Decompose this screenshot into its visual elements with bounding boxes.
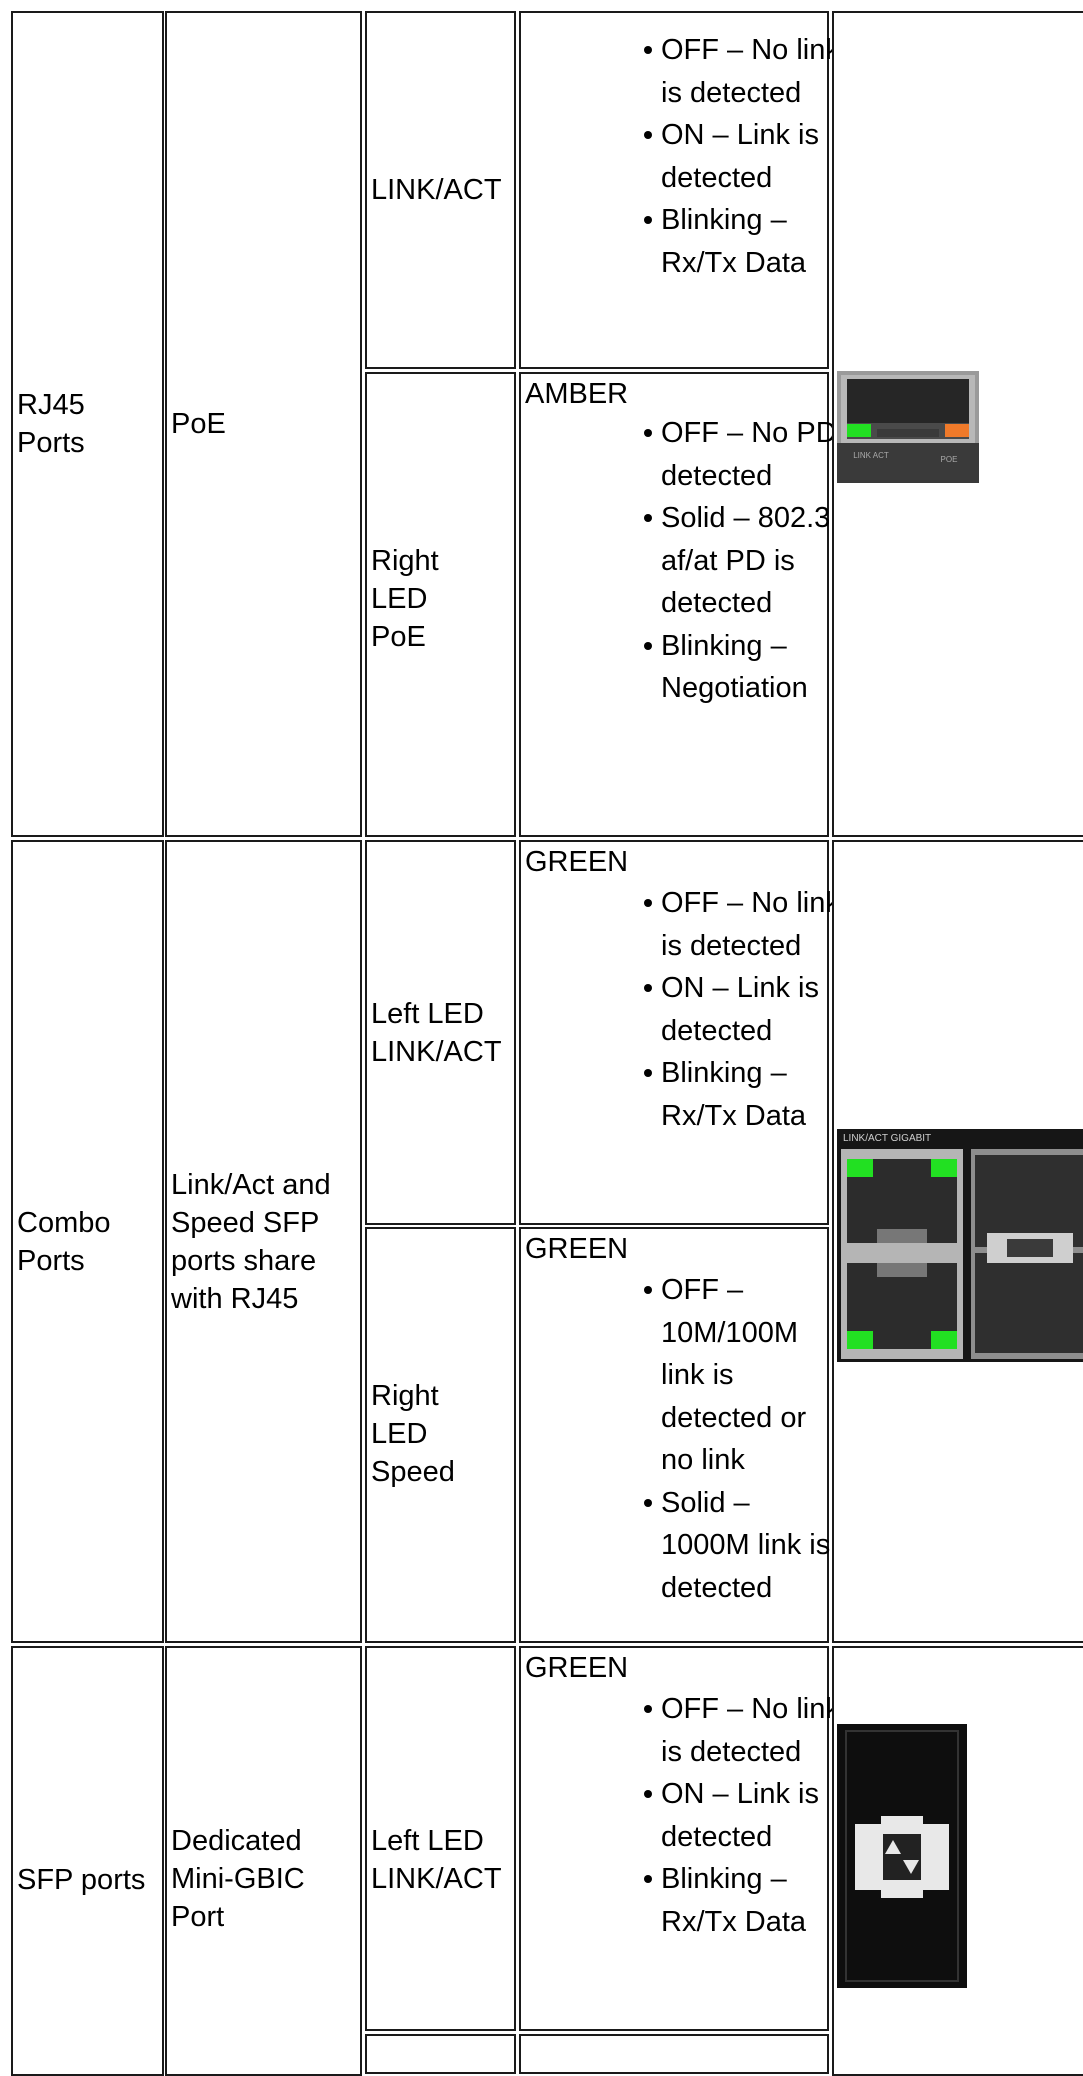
port-type: Link/Act and Speed SFP ports share with … — [171, 1168, 331, 1315]
port-label: POE — [940, 455, 958, 464]
led-label: Left LED LINK/ACT — [371, 997, 502, 1068]
sfp-port-image — [837, 1724, 967, 1988]
poe-led-icon — [945, 424, 969, 437]
list-item: OFF – No link is detected — [644, 1688, 841, 1773]
led-state-list: OFF – No link is detected ON – Link is d… — [644, 29, 841, 284]
port-type: Dedicated Mini-GBIC Port — [171, 1825, 305, 1933]
led-description-cell: OFF – No link is detected ON – Link is d… — [519, 11, 840, 369]
port-name: Combo Ports — [17, 1206, 111, 1277]
led-label-cell: Right LED PoE — [365, 372, 516, 837]
led-color: GREEN — [525, 846, 629, 878]
image-cell: LINK/ACT GIGABIT — [832, 840, 1083, 1643]
led-label: Left LED LINK/ACT — [371, 1825, 502, 1895]
link-act-led-icon — [847, 424, 871, 437]
type-cell: Dedicated Mini-GBIC Port — [165, 1646, 362, 2076]
led-label-cell — [365, 2034, 516, 2074]
led-label: Right LED Speed — [371, 1380, 455, 1488]
led-state-list: OFF – No link is detected ON – Link is d… — [644, 1688, 841, 1943]
port-cell: RJ45 Ports — [11, 11, 164, 837]
combo-port-image: LINK/ACT GIGABIT — [837, 1129, 1083, 1362]
rj45-port-image: LINK ACT POE — [837, 371, 979, 483]
list-item: ON – Link is detected — [644, 967, 841, 1052]
port-label: LINK ACT — [853, 451, 889, 460]
led-color: AMBER — [525, 378, 629, 410]
list-item: Blinking – Rx/Tx Data — [644, 1052, 841, 1137]
list-item: Blinking – Negotiation — [644, 625, 841, 710]
type-cell: Link/Act and Speed SFP ports share with … — [165, 840, 362, 1643]
list-item: OFF – No link is detected — [644, 882, 841, 967]
port-label: LINK/ACT GIGABIT — [843, 1133, 932, 1144]
led-description-cell — [519, 2034, 829, 2074]
led-description-cell: AMBER OFF – No PD detected Solid – 802.3… — [519, 372, 837, 837]
port-cell: Combo Ports — [11, 840, 164, 1643]
speed-led-icon — [931, 1331, 957, 1349]
led-state-list: OFF – 10M/100M link is detected or no li… — [644, 1269, 841, 1610]
list-item: OFF – No PD detected — [644, 412, 841, 497]
led-label: LINK/ACT — [371, 174, 502, 206]
list-item: Solid – 1000M link is detected — [644, 1482, 841, 1610]
type-cell: PoE — [165, 11, 362, 837]
speed-led-icon — [931, 1159, 957, 1177]
led-description-cell: GREEN OFF – No link is detected ON – Lin… — [519, 1646, 840, 2031]
link-act-led-icon — [847, 1331, 873, 1349]
led-description-cell: GREEN OFF – No link is detected ON – Lin… — [519, 840, 840, 1225]
led-state-list: OFF – No PD detected Solid – 802.3 af/at… — [644, 412, 841, 710]
link-act-led-icon — [847, 1159, 873, 1177]
list-item: ON – Link is detected — [644, 114, 841, 199]
list-item: OFF – No link is detected — [644, 29, 841, 114]
list-item: OFF – 10M/100M link is detected or no li… — [644, 1269, 841, 1482]
led-label-cell: Right LED Speed — [365, 1227, 516, 1643]
port-type: PoE — [171, 408, 226, 440]
port-cell: SFP ports — [11, 1646, 164, 2076]
port-name: RJ45 Ports — [17, 389, 85, 459]
port-name: SFP ports — [17, 1864, 146, 1896]
led-label: Right LED PoE — [371, 545, 439, 653]
image-cell: LINK ACT POE — [832, 11, 1083, 837]
led-color: GREEN — [525, 1233, 629, 1265]
led-label-cell: Left LED LINK/ACT — [365, 1646, 516, 2031]
image-cell — [832, 1646, 1083, 2076]
led-state-list: OFF – No link is detected ON – Link is d… — [644, 882, 841, 1137]
list-item: Solid – 802.3 af/at PD is detected — [644, 497, 841, 625]
led-label-cell: Left LED LINK/ACT — [365, 840, 516, 1225]
led-label-cell: LINK/ACT — [365, 11, 516, 369]
list-item: Blinking – Rx/Tx Data — [644, 199, 841, 284]
led-color: GREEN — [525, 1652, 629, 1684]
list-item: Blinking – Rx/Tx Data — [644, 1858, 841, 1943]
list-item: ON – Link is detected — [644, 1773, 841, 1858]
led-description-cell: GREEN OFF – 10M/100M link is detected or… — [519, 1227, 830, 1643]
